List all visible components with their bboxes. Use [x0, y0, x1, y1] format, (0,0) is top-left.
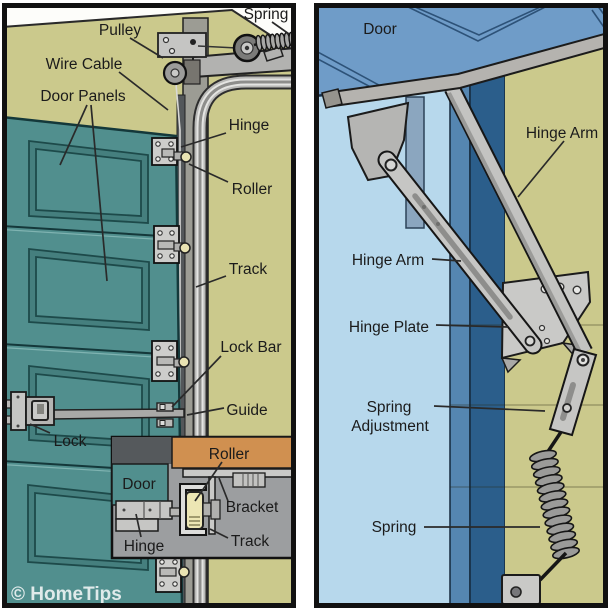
track	[192, 74, 296, 606]
roller-detail-inset: Roller Door Bracket Hinge Track	[110, 435, 296, 560]
spring-adjustment-label-line2: Adjustment	[351, 418, 429, 435]
sectional-door-panel: Pulley Spring Wire Cable Door Panels Hin…	[2, 3, 296, 608]
inset-roller-wheel	[185, 491, 204, 530]
lock-bar-leader	[171, 355, 222, 408]
spring-rod-bottom	[538, 551, 568, 582]
inset-hinge-leader	[135, 513, 142, 538]
inset-roller-leader	[194, 461, 223, 502]
pulley-label: Pulley	[99, 22, 141, 39]
hinge-bottom	[155, 553, 190, 593]
pulley-assembly	[157, 31, 296, 86]
inset-bracket-leader	[218, 477, 229, 502]
inset-track-leader	[209, 528, 229, 539]
door-label: Door	[363, 21, 397, 38]
track-label: Track	[229, 261, 267, 278]
track-leader	[195, 275, 227, 288]
inset-hinge-label: Hinge	[124, 538, 165, 555]
roller-leader	[188, 163, 229, 183]
jamb-light-face	[449, 59, 471, 608]
hinge-2	[153, 225, 191, 264]
watermark: © HomeTips	[11, 584, 122, 605]
hinge-arm-upper-label: Hinge Arm	[526, 125, 598, 142]
door-panels-leader-1	[59, 104, 88, 166]
hinge-3	[151, 340, 190, 382]
inset-bracket-label: Bracket	[226, 499, 279, 516]
panel-frame	[2, 3, 296, 608]
hinge-label: Hinge	[229, 117, 270, 134]
hinge-arm-lower-label: Hinge Arm	[352, 252, 424, 269]
swing-up-door-panel: Door Hinge Arm Hinge Arm Hinge Plate Spr…	[314, 3, 608, 608]
inset-track-label: Track	[231, 533, 269, 550]
roller-wheel	[178, 566, 190, 578]
roller-wheel	[178, 356, 190, 368]
lock-bar-label: Lock Bar	[220, 339, 281, 356]
ceiling	[2, 3, 296, 52]
inset-roller-label: Roller	[209, 446, 249, 463]
leader-lines	[29, 21, 290, 434]
spring-leader	[271, 21, 290, 35]
inset-roller-header	[171, 436, 295, 469]
cable-run	[197, 45, 238, 49]
guide-leader	[186, 407, 225, 416]
spring-adjustment-label-line1: Spring	[367, 399, 412, 416]
roller-wheel	[179, 242, 191, 254]
spring-label: Spring	[372, 519, 417, 536]
door-panels-label: Door Panels	[40, 88, 126, 105]
panel-frame	[314, 3, 608, 608]
hinge-arm-upper	[444, 84, 593, 356]
wire-cable-leader	[118, 71, 169, 111]
spring-anchor-bracket	[501, 574, 541, 605]
hinge-top	[151, 137, 192, 166]
arm-pivot-bolt	[384, 158, 398, 172]
inset-door-block	[111, 463, 169, 506]
hinge-leader	[180, 132, 227, 148]
bar-end-cap	[321, 88, 343, 109]
pulley-leader	[129, 37, 164, 59]
hinge-arm-lower-leader	[431, 258, 462, 262]
wire-cable-label: Wire Cable	[46, 56, 123, 73]
mount-plate	[157, 32, 207, 58]
inset-door-label: Door	[122, 476, 156, 493]
spring-label: Spring	[244, 6, 289, 23]
door-panels-leader-2	[90, 104, 108, 282]
lock-assembly	[3, 391, 185, 431]
leader-lines	[424, 140, 565, 528]
spring-adjustment-leader	[433, 405, 546, 412]
lock-label: Lock	[54, 433, 87, 450]
hinge-arm-upper-leader	[517, 140, 565, 198]
guide-label: Guide	[226, 402, 267, 419]
door-recessed-panels	[27, 139, 150, 571]
hinge-plate-label: Hinge Plate	[349, 319, 429, 336]
hinges-and-rollers	[151, 137, 192, 593]
inset-hinge	[115, 500, 173, 532]
lock-leader	[29, 423, 51, 434]
hinge-plate-leader	[435, 324, 509, 328]
spring-adjustment	[548, 347, 598, 437]
hinge-arm-lower	[377, 150, 543, 355]
roller-wheel	[180, 151, 192, 163]
roller-label: Roller	[232, 181, 272, 198]
